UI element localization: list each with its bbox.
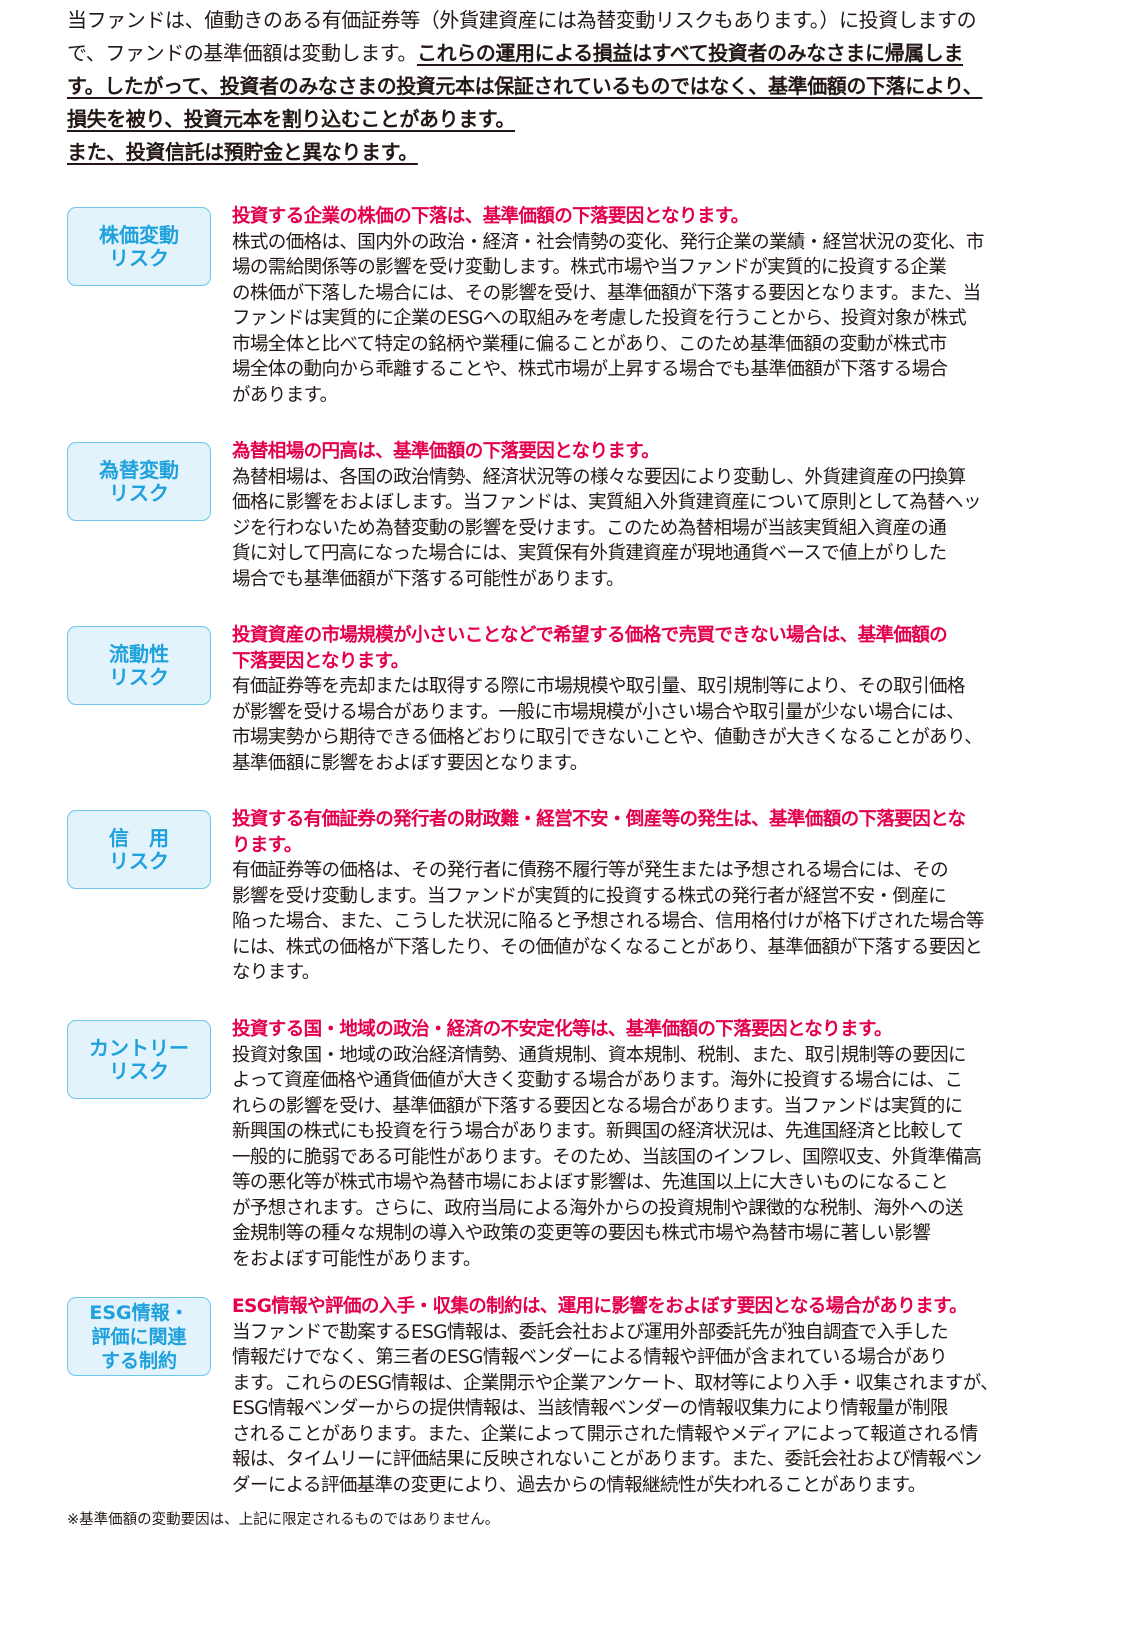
intro-line: で、ファンドの基準価額は変動します。これらの運用による損益はすべて投資者のみなさ…	[67, 37, 1067, 70]
risk-body-line: 価格に影響をおよぼします。当ファンドは、実質組入外貨建資産について原則として為替…	[232, 492, 981, 513]
risk-description: 投資する有価証券の発行者の財政難・経営不安・倒産等の発生は、基準価額の下落要因と…	[232, 807, 1062, 986]
risk-label-badge: 為替変動リスク	[67, 442, 211, 521]
intro-paragraph: 当ファンドは、値動きのある有価証券等（外貨建資産には為替変動リスクもあります。）…	[67, 4, 1067, 169]
risk-body-line: 金規制等の種々な規制の導入や政策の変更等の要因も株式市場や為替市場に著しい影響	[232, 1223, 931, 1244]
risk-body-line: には、株式の価格が下落したり、その価値がなくなることがあり、基準価額が下落する要…	[232, 936, 983, 958]
risk-heading: 投資資産の市場規模が小さいことなどで希望する価格で売買できない場合は、基準価額の	[232, 625, 948, 646]
badge-line: リスク	[109, 1058, 169, 1083]
emphasized-text: これらの運用による損益はすべて投資者のみなさまに帰属しま	[417, 41, 963, 65]
risk-body-line: 市場実勢から期待できる価格どおりに取引できないことや、値動きが大きくなることがあ…	[232, 727, 983, 748]
risk-body-line: 有価証券等の価格は、その発行者に債務不履行等が発生または予想される場合には、その	[232, 860, 949, 881]
risk-body-line: れらの影響を受け、基準価額が下落する要因となる場合があります。当ファンドは実質的…	[232, 1095, 963, 1117]
badge-line: 流動性	[109, 641, 169, 666]
risk-body-line: 株式の価格は、国内外の政治・経済・社会情勢の変化、発行企業の業績・経営状況の変化…	[232, 231, 984, 253]
intro-line: 損失を被り、投資元本を割り込むことがあります。	[67, 103, 1067, 136]
risk-body-line: ダーによる評価基準の変更により、過去からの情報継続性が失われることがあります。	[232, 1474, 926, 1496]
risk-body-line: 新興国の株式にも投資を行う場合があります。新興国の経済状況は、先進国経済と比較し…	[232, 1121, 964, 1142]
badge-line: リスク	[109, 245, 169, 270]
risk-body-line: 有価証券等を売却または取得する際に市場規模や取引量、取引規制等により、その取引価…	[232, 676, 965, 697]
risk-body-line: 為替相場は、各国の政治情勢、経済状況等の様々な要因により変動し、外貨建資産の円換…	[232, 466, 966, 488]
risk-label-badge: 信 用リスク	[67, 810, 211, 889]
text-segment: で、ファンドの基準価額は変動します。	[67, 41, 417, 65]
risk-heading: 下落要因となります。	[232, 650, 409, 672]
badge-line: 信 用	[109, 825, 169, 850]
risk-body-line: が予想されます。さらに、政府当局による海外からの投資規制や課徴的な税制、海外への…	[232, 1197, 964, 1219]
risk-body-line: ます。これらのESG情報は、企業開示や企業アンケート、取材等により入手・収集され…	[232, 1372, 999, 1394]
risk-body-line: 当ファンドで勘案するESG情報は、委託会社および運用外部委託先が独自調査で入手し…	[232, 1321, 949, 1343]
risk-body-line: 影響を受け変動します。当ファンドが実質的に投資する株式の発行者が経営不安・倒産に	[232, 885, 947, 907]
risk-body-line: 陥った場合、また、こうした状況に陥ると予想される場合、信用格付けが格下げされた場…	[232, 911, 984, 932]
risk-description: 投資する国・地域の政治・経済の不安定化等は、基準価額の下落要因となります。投資対…	[232, 1017, 1062, 1272]
badge-line: 為替変動	[99, 457, 179, 482]
emphasized-text: 損失を被り、投資元本を割り込むことがあります。	[67, 107, 515, 131]
intro-line: す。したがって、投資者のみなさまの投資元本は保証されているものではなく、基準価額…	[67, 70, 1067, 103]
risk-body-line: 情報だけでなく、第三者のESG情報ベンダーによる情報や評価が含まれている場合があ…	[232, 1347, 948, 1368]
risk-body-line: があります。	[232, 384, 338, 406]
risk-body-line: 場の需給関係等の影響を受け変動します。株式市場や当ファンドが実質的に投資する企業	[232, 257, 947, 278]
risk-body-line: よって資産価格や通貨価値が大きく変動する場合があります。海外に投資する場合には、…	[232, 1070, 963, 1091]
risk-body-line: 場全体の動向から乖離することや、株式市場が上昇する場合でも基準価額が下落する場合	[232, 359, 948, 380]
risk-body-line: ESG情報ベンダーからの提供情報は、当該情報ベンダーの情報収集力により情報量が制…	[232, 1398, 948, 1419]
badge-line: 株価変動	[99, 222, 179, 247]
badge-line: する制約	[100, 1349, 177, 1372]
risk-label-badge: ESG情報・評価に関連する制約	[67, 1297, 211, 1376]
risk-body-line: なります。	[232, 962, 320, 983]
risk-body-line: 基準価額に影響をおよぼす要因となります。	[232, 752, 588, 774]
risk-body-line: 投資対象国・地域の政治経済情勢、通貨規制、資本規制、税制、また、取引規制等の要因…	[232, 1044, 967, 1066]
risk-body-line: 場合でも基準価額が下落する可能性があります。	[232, 568, 625, 590]
risk-body-line: されることがあります。また、企業によって開示された情報やメディアによって報道され…	[232, 1423, 978, 1445]
risk-body-line: 貨に対して円高になった場合には、実質保有外貨建資産が現地通貨ベースで値上がりした	[232, 543, 947, 564]
badge-line: 評価に関連	[91, 1325, 187, 1348]
risk-body-line: 市場全体と比べて特定の銘柄や業種に偏ることがあり、このため基準価額の変動が株式市	[232, 333, 947, 355]
risk-heading: ります。	[232, 834, 302, 856]
badge-line: ESG情報・	[89, 1301, 189, 1324]
intro-line: また、投資信託は預貯金と異なります。	[67, 136, 1067, 169]
risk-heading: 為替相場の円高は、基準価額の下落要因となります。	[232, 441, 660, 462]
badge-line: リスク	[109, 664, 169, 689]
emphasized-text: また、投資信託は預貯金と異なります。	[67, 140, 418, 164]
risk-label-badge: 株価変動リスク	[67, 207, 211, 286]
footnote: ※基準価額の変動要因は、上記に限定されるものではありません。	[67, 1512, 500, 1528]
risk-body-line: ジを行わないため為替変動の影響を受けます。このため為替相場が当該実質組入資産の通	[232, 517, 947, 539]
risk-body-line: の株価が下落した場合には、その影響を受け、基準価額が下落する要因となります。また…	[232, 282, 981, 304]
risk-body-line: 報は、タイムリーに評価結果に反映されないことがあります。また、委託会社および情報…	[232, 1449, 982, 1470]
risk-description: 投資する企業の株価の下落は、基準価額の下落要因となります。株式の価格は、国内外の…	[232, 204, 1062, 408]
risk-description: 投資資産の市場規模が小さいことなどで希望する価格で売買できない場合は、基準価額の…	[232, 623, 1062, 776]
badge-line: カントリー	[89, 1035, 189, 1060]
risk-label-badge: カントリーリスク	[67, 1020, 211, 1099]
risk-body-line: が影響を受ける場合があります。一般に市場規模が小さい場合や取引量が少ない場合には…	[232, 701, 965, 723]
risk-body-line: 等の悪化等が株式市場や為替市場におよぼす影響は、先進国以上に大きいものになること	[232, 1172, 949, 1193]
risk-description: 為替相場の円高は、基準価額の下落要因となります。為替相場は、各国の政治情勢、経済…	[232, 439, 1062, 592]
emphasized-text: す。したがって、投資者のみなさまの投資元本は保証されているものではなく、基準価額…	[67, 74, 983, 98]
risk-heading: 投資する有価証券の発行者の財政難・経営不安・倒産等の発生は、基準価額の下落要因と…	[232, 809, 966, 830]
badge-line: リスク	[109, 480, 169, 505]
risk-label-badge: 流動性リスク	[67, 626, 211, 705]
risk-body-line: 一般的に脆弱である可能性があります。そのため、当該国のインフレ、国際収支、外貨準…	[232, 1146, 982, 1168]
risk-heading: 投資する企業の株価の下落は、基準価額の下落要因となります。	[232, 206, 749, 227]
badge-line: リスク	[109, 848, 169, 873]
text-segment: 当ファンドは、値動きのある有価証券等（外貨建資産には為替変動リスクもあります。）…	[67, 8, 977, 32]
risk-body-line: ファンドは実質的に企業のESGへの取組みを考慮した投資を行うことから、投資対象が…	[232, 308, 967, 329]
risk-description: ESG情報や評価の入手・収集の制約は、運用に影響をおよぼす要因となる場合がありま…	[232, 1294, 1062, 1498]
risk-body-line: をおよぼす可能性があります。	[232, 1248, 481, 1270]
intro-line: 当ファンドは、値動きのある有価証券等（外貨建資産には為替変動リスクもあります。）…	[67, 4, 1067, 37]
risk-heading: ESG情報や評価の入手・収集の制約は、運用に影響をおよぼす要因となる場合がありま…	[232, 1296, 968, 1317]
risk-heading: 投資する国・地域の政治・経済の不安定化等は、基準価額の下落要因となります。	[232, 1019, 893, 1040]
